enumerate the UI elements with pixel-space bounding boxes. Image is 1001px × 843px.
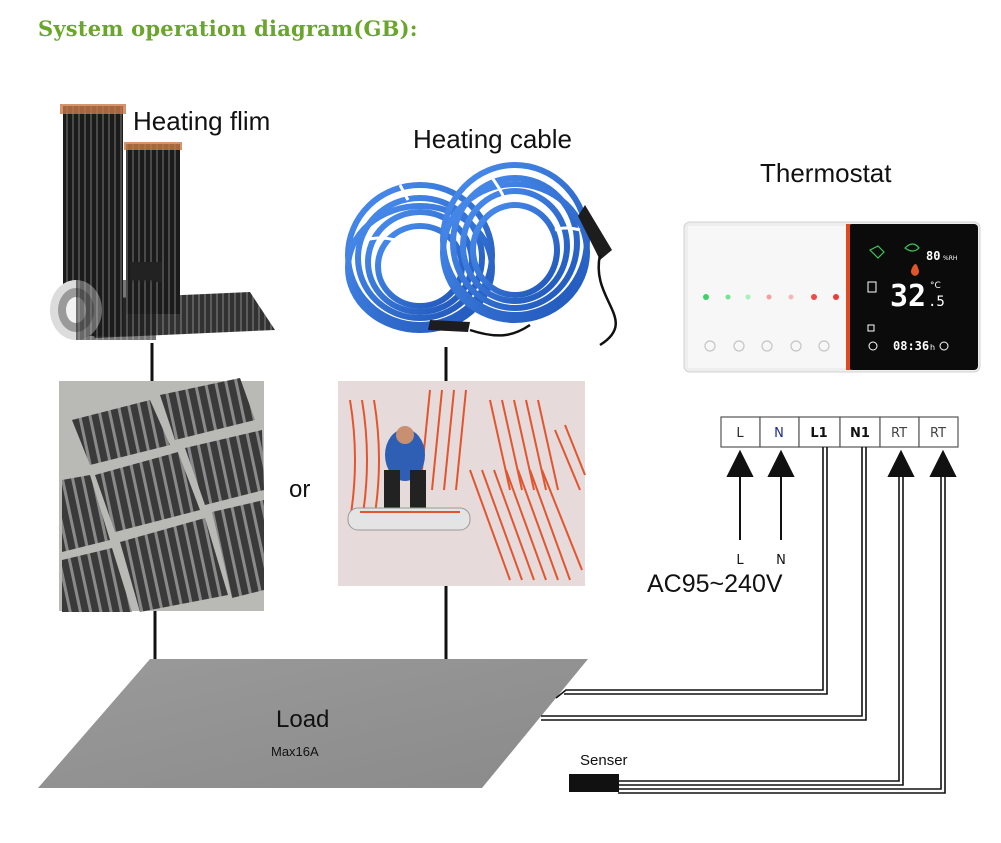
terminal-l: L [736,426,744,441]
humidity-unit: %RH [943,255,957,262]
terminal-n: N [774,426,784,441]
clock-suffix: h [930,343,935,352]
terminal-arrows [726,449,957,540]
heating-film-image [50,104,275,340]
load-shape [38,659,588,788]
load-title: Load [276,706,330,733]
or-label: or [289,476,311,503]
heating-cable-label: Heating cable [413,124,572,154]
temperature-unit: °C [930,281,941,291]
thermostat-image [683,221,981,373]
terminal-rt-2: RT [930,426,946,441]
terminal-n1: N1 [850,426,870,441]
floor-cable-photo [338,381,586,586]
humidity-readout: 80 [926,249,940,263]
sensor-label: Senser [580,752,628,769]
sensor-probe [569,774,619,792]
temperature-readout: 32 [890,279,926,314]
sensor-wires [618,476,946,794]
supply-l-label: L [736,553,744,568]
heating-cable-image [345,162,617,347]
thermostat-label: Thermostat [760,158,892,188]
supply-n-label: N [776,553,786,568]
diagram-title: System operation diagram(GB): [38,16,418,41]
heating-film-label: Heating flim [133,106,271,136]
floor-film-photo [59,378,264,612]
temperature-decimal: .5 [928,294,945,310]
load-wires [541,447,867,721]
voltage-label: AC95~240V [647,570,783,598]
load-max-current: Max16A [271,744,319,759]
terminal-rt-1: RT [891,426,907,441]
terminal-block [720,416,959,448]
terminal-l1: L1 [810,426,827,441]
clock-readout: 08:36 [893,339,929,353]
